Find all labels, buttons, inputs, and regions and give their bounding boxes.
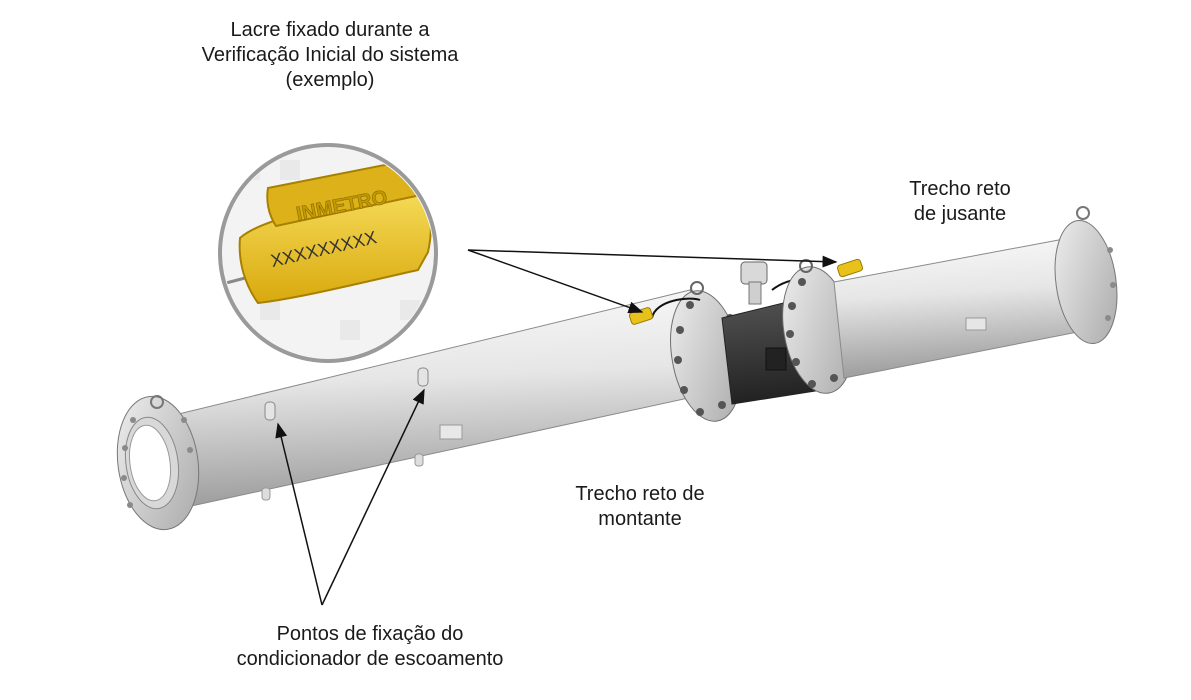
seal-marker-downstream <box>837 258 863 278</box>
conditioner-anchor-stud <box>417 367 429 387</box>
anchor-point-arrows <box>275 388 425 606</box>
seal-magnifier <box>218 143 438 363</box>
seal-callout-arrows <box>467 249 838 314</box>
conditioner-anchor-stud <box>264 401 276 421</box>
upstream-straight-pipe <box>116 289 717 531</box>
downstream-straight-pipe <box>833 206 1118 379</box>
seal-caption: Lacre fixado durante a Verificação Inici… <box>201 19 459 91</box>
downstream-section-label: Trecho reto de jusante <box>909 178 1011 225</box>
upstream-section-label: Trecho reto de montante <box>575 483 705 530</box>
conditioner-anchor-label: Pontos de fixação do condicionador de es… <box>236 623 504 670</box>
